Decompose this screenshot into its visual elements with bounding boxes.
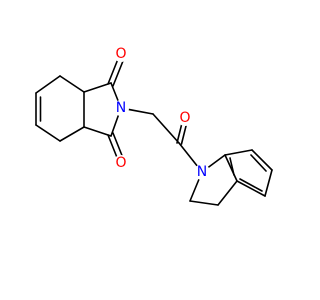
- bond: [180, 123, 188, 145]
- bond: [239, 178, 263, 192]
- bond: [83, 126, 112, 137]
- bond: [59, 75, 85, 93]
- bond: [250, 154, 267, 172]
- bond: [251, 149, 273, 171]
- atom-label-n-imide: N: [116, 100, 126, 116]
- bond: [189, 200, 219, 206]
- structure-canvas: O N O O N: [35, 46, 273, 206]
- bond: [152, 113, 180, 144]
- bond: [112, 60, 124, 87]
- bond: [83, 82, 112, 93]
- bond: [264, 169, 273, 197]
- bond: [35, 124, 61, 142]
- atom-label-o-ketone: O: [179, 110, 190, 126]
- bond: [59, 126, 85, 142]
- oxygen-atom-bottom: O: [113, 155, 129, 171]
- atom-label-o2: O: [115, 155, 126, 171]
- bond: [176, 122, 183, 144]
- atom-labels: O N O O N: [113, 46, 210, 180]
- bond: [224, 154, 238, 182]
- bond: [35, 75, 61, 94]
- bond: [236, 180, 266, 197]
- oxygen-atom-top: O: [113, 46, 129, 62]
- bond: [229, 157, 235, 176]
- bond: [217, 180, 238, 206]
- atom-label-o1: O: [115, 46, 126, 62]
- oxygen-atom-ketone: O: [177, 110, 193, 126]
- nitrogen-atom-imide: N: [113, 100, 129, 116]
- bond: [107, 134, 119, 161]
- nitrogen-atom-indoline: N: [194, 164, 210, 180]
- bond: [224, 149, 253, 156]
- bond: [107, 58, 119, 85]
- bonds: [35, 58, 273, 206]
- bond: [112, 132, 124, 159]
- molecule-drawing: O N O O N: [35, 46, 273, 206]
- atom-label-n-indoline: N: [197, 164, 207, 180]
